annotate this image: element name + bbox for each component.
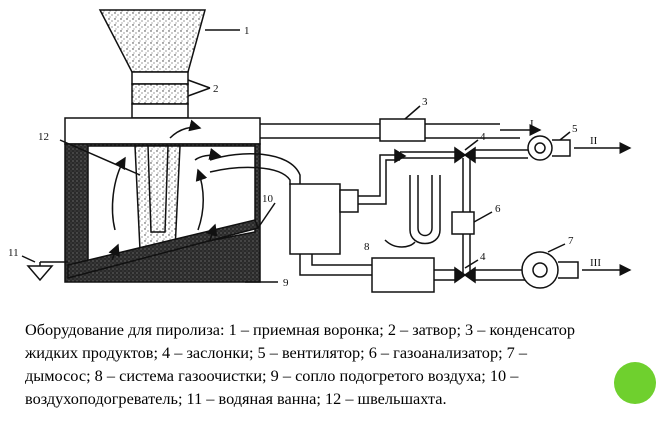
label-4-lower: 4 bbox=[480, 251, 486, 263]
gas-cleaning-system bbox=[371, 257, 435, 293]
pyrolysis-equipment-diagram: 1 2 3 4 5 6 7 4 8 9 10 11 12 I II III bbox=[8, 9, 632, 293]
label-10: 10 bbox=[262, 193, 274, 205]
output-II: II bbox=[590, 135, 598, 147]
smoke-exhauster bbox=[521, 251, 559, 289]
label-1: 1 bbox=[244, 25, 250, 37]
diagram-caption: Оборудование для пиролиза: 1 – приемная … bbox=[25, 320, 576, 408]
furnace-top-chamber bbox=[64, 117, 261, 145]
air-heater bbox=[289, 183, 341, 255]
label-5: 5 bbox=[572, 123, 578, 135]
green-circle-decoration bbox=[614, 362, 656, 404]
label-6: 6 bbox=[495, 203, 501, 215]
label-3: 3 bbox=[422, 96, 428, 108]
gate-upper bbox=[131, 71, 189, 85]
label-11: 11 bbox=[8, 247, 19, 259]
receiving-hopper bbox=[98, 9, 206, 73]
output-I: I bbox=[530, 118, 534, 130]
gate-lower bbox=[131, 83, 189, 105]
label-8: 8 bbox=[364, 241, 370, 253]
fan bbox=[527, 135, 553, 161]
label-2: 2 bbox=[213, 83, 219, 95]
condenser bbox=[379, 118, 426, 142]
label-4-upper: 4 bbox=[480, 131, 486, 143]
label-9: 9 bbox=[283, 277, 289, 289]
output-III: III bbox=[590, 257, 601, 269]
label-12: 12 bbox=[38, 131, 49, 143]
label-7: 7 bbox=[568, 235, 574, 247]
gas-analyzer bbox=[451, 211, 475, 235]
water-bath bbox=[26, 265, 54, 282]
